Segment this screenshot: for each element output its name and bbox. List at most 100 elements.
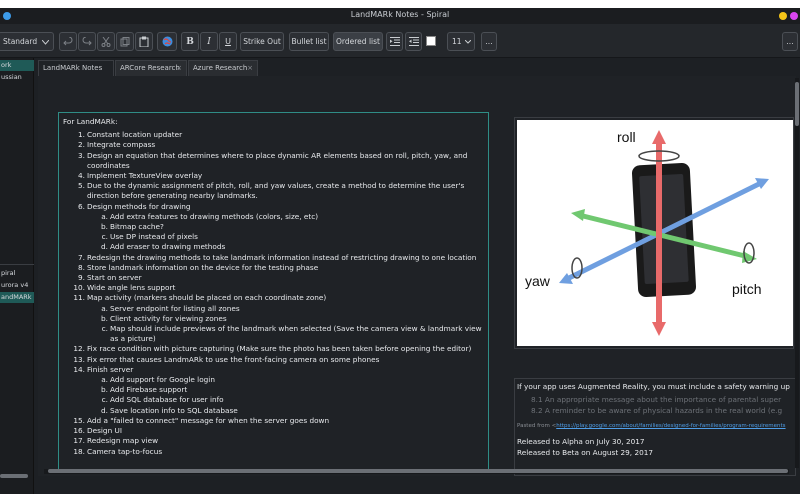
horizontal-scrollbar[interactable] <box>44 469 789 474</box>
list-item-text: Constant location updater <box>87 130 183 140</box>
more-options-button[interactable]: ... <box>481 32 497 51</box>
note-editor[interactable]: For LandMARk: 1.Constant location update… <box>38 76 796 476</box>
font-size-select[interactable]: 11 <box>447 32 475 51</box>
undo-button[interactable] <box>59 32 77 51</box>
sidebar-item-label: ussian <box>1 73 22 81</box>
sub-list-item-text: Server endpoint for listing all zones <box>110 303 240 313</box>
cut-button[interactable] <box>97 32 115 51</box>
outdent-icon <box>408 37 419 46</box>
bold-label: B <box>186 36 194 47</box>
roll-label: roll <box>617 129 636 145</box>
sidebar-divider <box>0 264 34 265</box>
tab-azure-research[interactable]: Azure Research× <box>188 60 258 76</box>
outdent-button[interactable] <box>405 32 422 51</box>
copy-button[interactable] <box>116 32 134 51</box>
close-dot[interactable] <box>790 12 798 20</box>
tab-landmark-notes[interactable]: LandMARk Notes <box>38 60 114 76</box>
list-item-text: Implement TextureView overlay <box>87 171 203 181</box>
list-item: 10.Wide angle lens support <box>63 283 484 293</box>
sub-list-letter: a. <box>101 303 108 313</box>
sidebar-item-russian[interactable]: ussian <box>0 72 34 83</box>
sidebar-item-work[interactable]: ork <box>0 60 34 71</box>
list-number: 6. <box>78 201 85 211</box>
italic-button[interactable]: I <box>200 32 218 51</box>
image-frame[interactable]: roll yaw pitch <box>514 117 794 349</box>
minimize-dot[interactable] <box>779 12 787 20</box>
ar-warning-intro: If your app uses Augmented Reality, you … <box>517 382 790 391</box>
web-button[interactable] <box>157 32 177 51</box>
pasted-from-line: Pasted from <https://play.google.com/abo… <box>517 423 793 429</box>
undo-icon <box>63 36 73 45</box>
yaw-rotation-icon <box>571 257 583 279</box>
list-item-text: Add a "failed to connect" message for wh… <box>87 415 330 425</box>
yaw-arrow-head <box>755 178 769 189</box>
list-number: 10. <box>73 283 85 293</box>
pasted-from-link[interactable]: https://play.google.com/about/families/d… <box>556 423 786 429</box>
window-menu-button[interactable]: ... <box>782 32 798 51</box>
pitch-axis <box>578 212 750 260</box>
italic-label: I <box>207 36 211 47</box>
pasted-from-label: Pasted from < <box>517 423 557 429</box>
tab-label: LandMARk Notes <box>43 64 103 72</box>
list-number: 1. <box>78 130 85 140</box>
yaw-arrow-tail <box>559 273 573 284</box>
sub-list-item: b.Add Firebase support <box>63 385 484 395</box>
more-options-label: ... <box>485 37 493 46</box>
sub-list-item: a.Add extra features to drawing methods … <box>63 212 484 222</box>
vertical-scrollbar[interactable] <box>795 78 799 468</box>
list-number: 9. <box>78 273 85 283</box>
paste-button[interactable] <box>135 32 153 51</box>
list-number: 13. <box>73 354 85 364</box>
copy-icon <box>120 36 130 46</box>
sub-list-letter: b. <box>101 222 108 232</box>
bullet-list-label: Bullet list <box>291 37 327 46</box>
pasted-text-block[interactable]: If your app uses Augmented Reality, you … <box>514 378 796 476</box>
underline-button[interactable]: U <box>219 32 237 51</box>
close-tab-icon[interactable]: × <box>247 64 253 72</box>
bold-button[interactable]: B <box>181 32 199 51</box>
sub-list-letter: a. <box>101 211 108 221</box>
sidebar-item-spiral[interactable]: piral <box>0 268 34 279</box>
paste-icon <box>139 36 149 47</box>
sidebar-item-label: piral <box>1 269 16 277</box>
sidebar-item-landmark[interactable]: andMARk <box>0 292 34 303</box>
sidebar-scroll-thumb[interactable] <box>0 474 28 478</box>
app-window: LandMARk Notes - Spiral Standard B I U S <box>0 8 800 494</box>
list-item-text: Store landmark information on the device… <box>87 262 319 272</box>
list-item-text: Start on server <box>87 273 142 283</box>
tab-arcore-research[interactable]: ARCore Research× <box>115 60 187 76</box>
yaw-label: yaw <box>525 273 551 289</box>
roll-arrow-head <box>652 130 666 144</box>
list-item: 6.Design methods for drawing <box>63 202 484 212</box>
list-number: 7. <box>78 252 85 262</box>
pitch-arrow-tail <box>571 209 585 221</box>
strike-out-label: Strike Out <box>243 37 281 46</box>
underline-label: U <box>225 37 231 46</box>
close-tab-icon[interactable]: × <box>176 64 182 72</box>
list-item: 7.Redesign the drawing methods to take l… <box>63 253 484 263</box>
indent-button[interactable] <box>386 32 403 51</box>
title-bar: LandMARk Notes - Spiral <box>0 8 800 24</box>
chevron-down-icon <box>465 40 471 44</box>
list-item-text: Design an equation that determines where… <box>87 150 468 170</box>
roll-rotation-icon <box>638 150 680 162</box>
strike-out-button[interactable]: Strike Out <box>240 32 284 51</box>
app-menu-dot[interactable] <box>3 12 11 20</box>
text-color-swatch[interactable] <box>426 36 436 46</box>
redo-button[interactable] <box>78 32 96 51</box>
vertical-scroll-thumb[interactable] <box>795 82 799 126</box>
rotation-axes-image: roll yaw pitch <box>517 120 793 346</box>
sidebar-item-aurora[interactable]: urora v4 <box>0 280 34 291</box>
list-number: 12. <box>73 344 85 354</box>
ordered-list-button[interactable]: Ordered list <box>333 32 383 51</box>
bullet-list-button[interactable]: Bullet list <box>289 32 329 51</box>
style-select[interactable]: Standard <box>0 32 54 51</box>
list-item-text: Design UI <box>87 426 123 436</box>
list-item-text: Integrate compass <box>87 140 156 150</box>
horizontal-scroll-thumb[interactable] <box>48 469 788 473</box>
list-item: 11.Map activity (markers should be place… <box>63 293 484 303</box>
tab-bar: LandMARk Notes ARCore Research× Azure Re… <box>38 60 800 76</box>
sub-list-letter: b. <box>101 313 108 323</box>
font-size-value: 11 <box>452 37 462 46</box>
note-text-block[interactable]: For LandMARk: 1.Constant location update… <box>58 112 489 472</box>
